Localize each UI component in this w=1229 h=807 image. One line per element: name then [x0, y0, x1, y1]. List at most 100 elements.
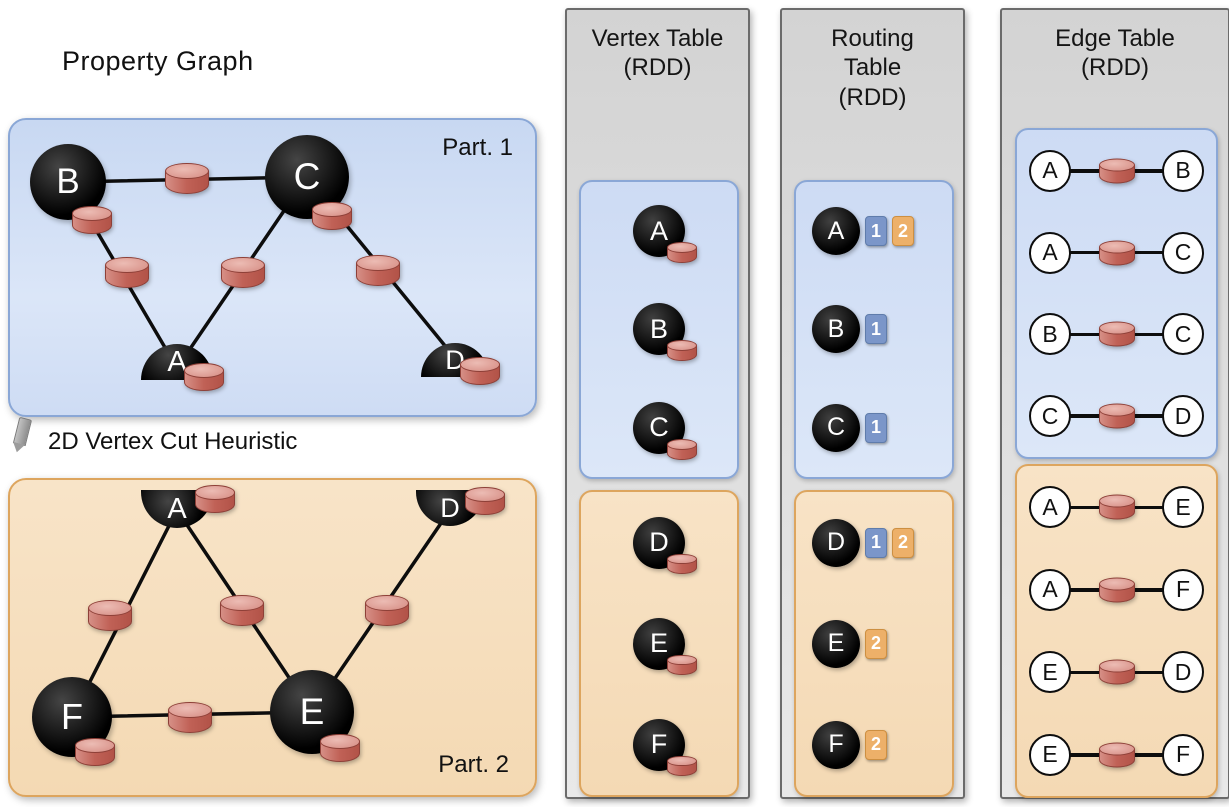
edge-src-circle: A — [1029, 231, 1071, 274]
edge-src-circle: A — [1029, 149, 1071, 192]
partition1-badge: 1 — [865, 216, 887, 247]
edge-property-cylinder-icon — [1098, 321, 1135, 347]
vertex-property-cylinder-icon — [312, 202, 352, 230]
routing-entry: E 2 — [796, 619, 952, 668]
partition-1-box: Part. 1 B C A D — [8, 118, 537, 417]
vertex-entry: F — [633, 718, 697, 777]
edge-src-circle: A — [1029, 486, 1071, 529]
partition-1-label: Part. 1 — [442, 134, 513, 161]
vertex-circle: C — [812, 403, 860, 452]
vertex-entry: B — [633, 303, 697, 362]
partition-2-label: Part. 2 — [438, 751, 509, 778]
edge-connector — [1070, 494, 1163, 520]
edge-property-cylinder-icon — [88, 600, 132, 631]
edge-dst-circle: D — [1162, 651, 1204, 694]
vertex-entry: C — [633, 401, 697, 460]
edge-property-cylinder-icon — [165, 163, 209, 194]
vertex-circle: D — [812, 518, 860, 567]
vertex-entry: D — [633, 516, 697, 575]
pencil-icon — [12, 416, 33, 447]
edge-dst-circle: F — [1162, 733, 1204, 776]
graph-vertex-b: B — [30, 144, 106, 220]
edge-table-panel: Edge Table (RDD) A B A C B C C D — [1000, 8, 1229, 799]
vertex-property-cylinder-icon — [195, 485, 235, 513]
vertex-cut-heuristic-label: 2D Vertex Cut Heuristic — [48, 428, 298, 455]
edge-table-title: Edge Table (RDD) — [1055, 25, 1175, 82]
edge-src-circle: C — [1029, 395, 1071, 438]
edge-connector — [1070, 403, 1163, 429]
property-cylinder-icon — [667, 438, 697, 460]
vertex-circle: A — [812, 207, 860, 256]
vertex-table-panel: Vertex Table (RDD) A B C D E — [565, 8, 750, 799]
routing-table-part1-group: A 1 2 B 1 C 1 — [794, 180, 954, 479]
vertex-table-part1-group: A B C — [579, 180, 739, 479]
edge-entry: E F — [1017, 733, 1216, 776]
routing-table-panel: Routing Table (RDD) A 1 2 B 1 C 1 D 1 2 — [780, 8, 965, 799]
edge-entry: C D — [1017, 395, 1216, 438]
edge-property-cylinder-icon — [1098, 659, 1135, 685]
edge-dst-circle: E — [1162, 486, 1204, 529]
vertex-property-cylinder-icon — [72, 206, 112, 234]
vertex-entry: E — [633, 617, 697, 676]
edge-connector — [1070, 659, 1163, 685]
edge-src-circle: E — [1029, 651, 1071, 694]
edge-property-cylinder-icon — [1098, 240, 1135, 266]
edge-property-cylinder-icon — [1098, 742, 1135, 768]
edge-dst-circle: F — [1162, 568, 1204, 611]
vertex-circle: F — [812, 720, 860, 769]
property-cylinder-icon — [667, 340, 697, 362]
edge-property-cylinder-icon — [1098, 158, 1135, 184]
routing-entry: F 2 — [796, 720, 952, 769]
vertex-property-cylinder-icon — [184, 363, 224, 391]
vertex-circle: E — [812, 619, 860, 668]
edge-connector — [1070, 577, 1163, 603]
partition2-badge: 2 — [865, 729, 887, 760]
vertex-property-cylinder-icon — [75, 738, 115, 766]
edge-src-circle: A — [1029, 568, 1071, 611]
vertex-table-part2-group: D E F — [579, 490, 739, 797]
vertex-property-cylinder-icon — [465, 487, 505, 515]
partition-2-box: Part. 2 A D F E — [8, 478, 537, 797]
edge-property-cylinder-icon — [168, 702, 212, 733]
property-cylinder-icon — [667, 654, 697, 676]
edge-property-cylinder-icon — [105, 257, 149, 288]
edge-entry: A B — [1017, 149, 1216, 192]
partition2-badge: 2 — [892, 527, 914, 558]
partition1-badge: 1 — [865, 412, 887, 443]
edge-property-cylinder-icon — [356, 255, 400, 286]
edge-dst-circle: C — [1162, 313, 1204, 356]
partition2-badge: 2 — [865, 628, 887, 659]
edge-table-part2-group: A E A F E D E F — [1015, 464, 1218, 798]
vertex-circle: F — [633, 718, 685, 771]
edge-connector — [1070, 742, 1163, 768]
routing-entry: D 1 2 — [796, 518, 952, 567]
property-graph-title: Property Graph — [62, 46, 254, 76]
partition1-badge: 1 — [865, 527, 887, 558]
property-cylinder-icon — [667, 242, 697, 264]
routing-entry: C 1 — [796, 403, 952, 452]
edge-src-circle: B — [1029, 313, 1071, 356]
partition2-badge: 2 — [892, 216, 914, 247]
edge-property-cylinder-icon — [1098, 494, 1135, 520]
vertex-entry: A — [633, 205, 697, 264]
edge-dst-circle: B — [1162, 149, 1204, 192]
edge-src-circle: E — [1029, 733, 1071, 776]
edge-property-cylinder-icon — [220, 595, 264, 626]
edge-connector — [1070, 321, 1163, 347]
edge-dst-circle: D — [1162, 395, 1204, 438]
edge-property-cylinder-icon — [1098, 577, 1135, 603]
property-cylinder-icon — [667, 553, 697, 575]
edge-property-cylinder-icon — [365, 595, 409, 626]
edge-property-cylinder-icon — [221, 257, 265, 288]
edge-dst-circle: C — [1162, 231, 1204, 274]
edge-entry: A F — [1017, 568, 1216, 611]
routing-entry: A 1 2 — [796, 207, 952, 256]
vertex-table-title: Vertex Table (RDD) — [591, 25, 724, 82]
edge-entry: A C — [1017, 231, 1216, 274]
edge-property-cylinder-icon — [1098, 403, 1135, 429]
edge-connector — [1070, 158, 1163, 184]
edge-entry: E D — [1017, 651, 1216, 694]
edge-entry: B C — [1017, 313, 1216, 356]
edge-entry: A E — [1017, 486, 1216, 529]
